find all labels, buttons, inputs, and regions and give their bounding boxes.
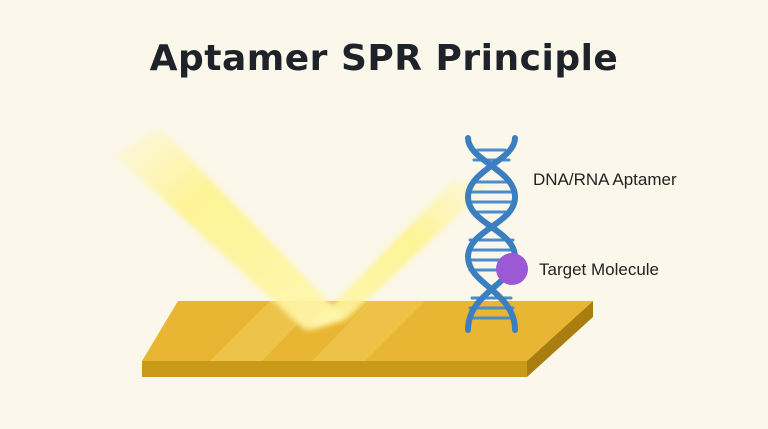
chip-side-face	[527, 301, 593, 377]
light-beam-incident	[115, 128, 345, 330]
chip-front-face	[142, 361, 527, 377]
light-beam-reflected	[308, 182, 490, 330]
target-molecule-label: Target Molecule	[539, 260, 660, 279]
diagram-title: Aptamer SPR Principle	[149, 38, 619, 79]
helix-strand-b	[464, 135, 519, 333]
target-molecule-icon	[496, 253, 528, 285]
aptamer-label: DNA/RNA Aptamer	[533, 170, 677, 189]
gold-sensor-chip	[142, 301, 593, 377]
chip-stripe	[312, 301, 425, 361]
